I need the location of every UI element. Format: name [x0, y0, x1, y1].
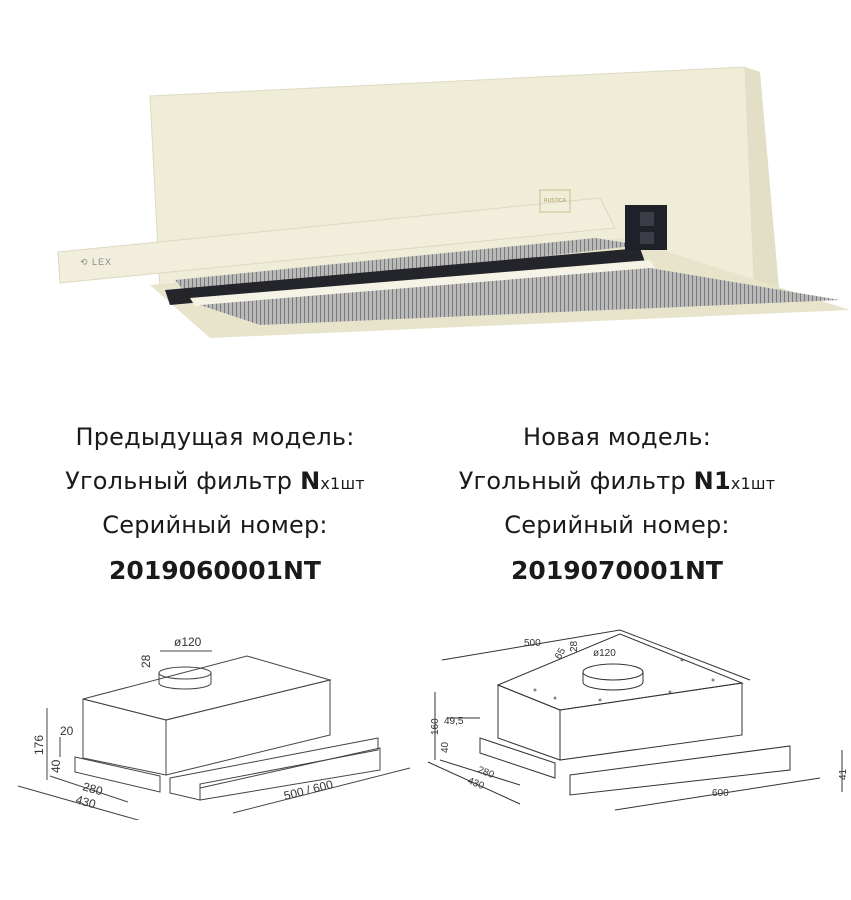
grease-filter-front — [200, 268, 840, 325]
new-model-info: Новая модель: Угольный фильтр N1x1шт Сер… — [402, 415, 832, 595]
previous-serial: 2019060001NT — [109, 556, 321, 585]
previous-filter: Угольный фильтр Nx1шт — [65, 467, 365, 495]
dim-280: 280 — [81, 779, 104, 798]
rail-light — [190, 260, 655, 306]
dim-40: 40 — [49, 759, 63, 773]
previous-model-info: Предыдущая модель: Угольный фильтр Nx1шт… — [0, 415, 430, 595]
dim-176: 176 — [32, 735, 46, 755]
new-filter: Угольный фильтр N1x1шт — [458, 467, 776, 495]
dim-430: 430 — [74, 792, 97, 811]
switch-button[interactable] — [640, 232, 654, 244]
range-hood-photo: RUSTICA ⟲ LEX — [57, 66, 850, 338]
dim-41: 41 — [838, 768, 849, 780]
dim-65: 65 — [553, 646, 568, 662]
dim-40: 40 — [440, 741, 451, 753]
dim-diameter: ø120 — [174, 635, 202, 649]
dim-430: 430 — [466, 776, 486, 793]
dim-diameter: ø120 — [593, 648, 616, 659]
new-serial-label: Серийный номер: — [504, 511, 730, 539]
old-model-drawing: ø120 28 176 20 40 280 430 500 / 600 — [17, 635, 411, 820]
new-model-drawing: 500 65 28 ø120 160 49,5 40 280 430 600 4… — [427, 629, 849, 811]
new-heading: Новая модель: — [523, 423, 711, 451]
dim-width: 500 / 600 — [282, 777, 334, 803]
dim-49-5: 49,5 — [444, 716, 464, 727]
previous-heading: Предыдущая модель: — [75, 423, 355, 451]
dim-160: 160 — [430, 718, 441, 735]
dim-28: 28 — [569, 640, 580, 652]
logo: ⟲ LEX — [80, 257, 112, 267]
previous-serial-label: Серийный номер: — [102, 511, 328, 539]
hood-side — [745, 67, 780, 300]
badge-text: RUSTICA — [544, 198, 567, 204]
dim-28: 28 — [139, 654, 153, 668]
switch-button[interactable] — [640, 212, 654, 226]
dim-20: 20 — [60, 724, 74, 738]
badge — [539, 189, 571, 213]
dim-500: 500 — [524, 638, 541, 649]
new-serial: 2019070001NT — [511, 556, 723, 585]
hood-visor — [57, 197, 616, 284]
dim-600: 600 — [712, 788, 729, 799]
